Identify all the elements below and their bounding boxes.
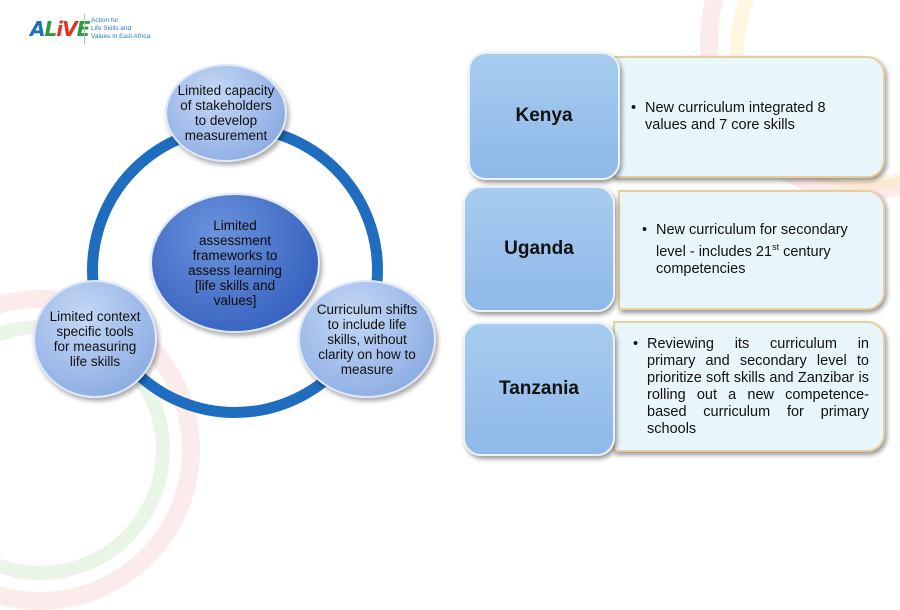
country-name: Uganda	[504, 238, 574, 259]
uganda-details: New curriculum for secondary level - inc…	[618, 190, 885, 310]
alive-logo: ALiVE Action for Life Skills and Values …	[30, 14, 150, 44]
bubble-text: Limited capacity of stakeholders to deve…	[177, 83, 275, 143]
country-uganda: Uganda	[463, 186, 615, 312]
logo-mark: ALiVE	[30, 17, 90, 41]
bubble-right: Curriculum shifts to include life skills…	[298, 280, 436, 398]
bullet-text: Reviewing its curriculum in primary and …	[647, 336, 869, 438]
bullet-text-part: New curriculum for secondary level - inc…	[656, 222, 848, 260]
bullet-text: New curriculum for secondary level - inc…	[656, 222, 865, 278]
superscript: st	[772, 242, 780, 253]
bubble-center: Limited assessment frameworks to assess …	[150, 193, 320, 333]
bullet-text: New curriculum integrated 8 values and 7…	[645, 100, 865, 134]
bullet-text-part: century competencies	[656, 243, 831, 277]
bubble-text: Limited assessment frameworks to assess …	[188, 218, 282, 308]
logo-line: Action for	[91, 17, 119, 24]
logo-text: Action for Life Skills and Values in Eas…	[91, 17, 150, 41]
country-name: Tanzania	[499, 378, 579, 399]
bubble-text: Limited context specific tools for measu…	[49, 309, 141, 369]
kenya-details: New curriculum integrated 8 values and 7…	[613, 56, 885, 178]
tanzania-details: Reviewing its curriculum in primary and …	[613, 321, 885, 452]
logo-divider	[84, 14, 85, 44]
logo-line: Life Skills and	[91, 25, 132, 32]
country-tanzania: Tanzania	[463, 322, 615, 456]
country-name: Kenya	[515, 105, 573, 126]
bubble-top: Limited capacity of stakeholders to deve…	[165, 64, 287, 162]
logo-line: Values in East Africa	[91, 33, 151, 40]
bubble-left: Limited context specific tools for measu…	[33, 280, 157, 398]
country-kenya: Kenya	[468, 52, 620, 180]
bubble-text: Curriculum shifts to include life skills…	[316, 301, 418, 377]
